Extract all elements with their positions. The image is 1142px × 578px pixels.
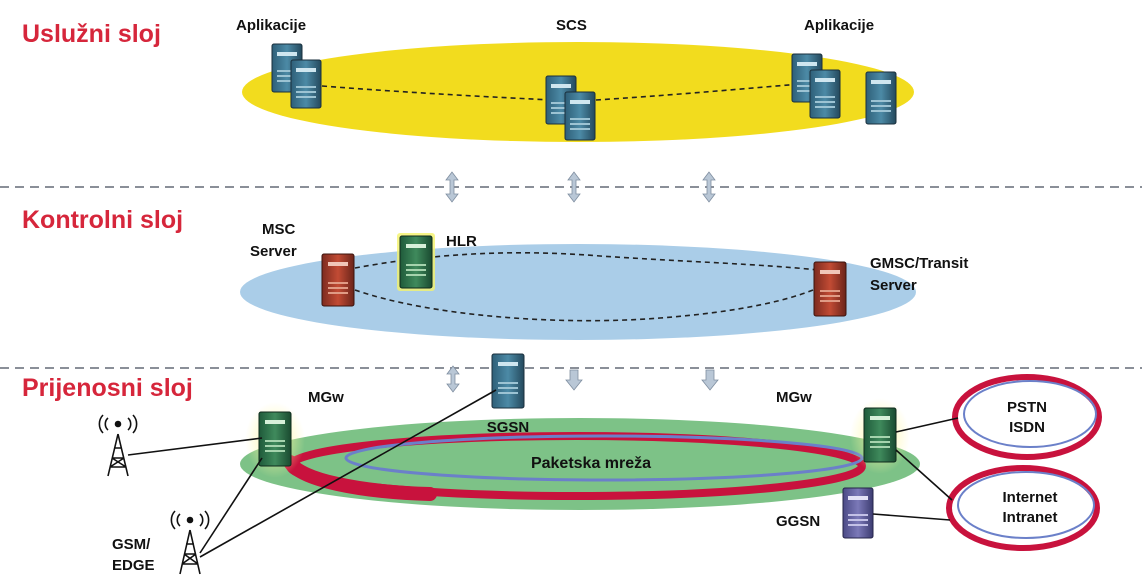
ggsn-server-icon bbox=[842, 487, 874, 539]
msc-server-icon bbox=[321, 253, 355, 307]
control-layer-title: Kontrolni sloj bbox=[22, 206, 183, 234]
antenna-tower-icon bbox=[170, 510, 210, 575]
double-arrow-icon bbox=[567, 171, 581, 203]
isdn-label: ISDN bbox=[1009, 419, 1045, 436]
service-dashed-links bbox=[321, 83, 801, 101]
msc-label-line1: MSC bbox=[262, 221, 296, 238]
sgsn-server-icon bbox=[491, 353, 525, 409]
double-arrow-icon bbox=[702, 171, 716, 203]
pstn-label: PSTN bbox=[1007, 399, 1047, 416]
hlr-label: HLR bbox=[446, 233, 477, 250]
service-layer-title: Uslužni sloj bbox=[22, 20, 161, 48]
gmsc-label-line2: Server bbox=[870, 277, 917, 294]
hlr-server-icon bbox=[397, 233, 435, 291]
server-icon bbox=[564, 91, 596, 141]
double-arrow-icon bbox=[445, 171, 459, 203]
packet-network-label: Paketska mreža bbox=[531, 455, 651, 472]
antenna-tower-icon bbox=[98, 414, 138, 477]
server-icon bbox=[290, 59, 322, 109]
double-arrow-icon bbox=[446, 365, 460, 393]
server-icon bbox=[865, 71, 897, 125]
server-icon bbox=[809, 69, 841, 119]
msc-label-line2: Server bbox=[250, 243, 297, 260]
gmsc-label-line1: GMSC/Transit bbox=[870, 255, 968, 272]
down-arrow-icon bbox=[701, 369, 719, 391]
connection-lines bbox=[127, 389, 959, 558]
gmsc-server-icon bbox=[813, 261, 847, 317]
applications-left-label: Aplikacije bbox=[236, 17, 306, 34]
scs-label: SCS bbox=[556, 17, 587, 34]
internet-label: Internet bbox=[1002, 489, 1057, 506]
down-arrow-icon bbox=[565, 369, 583, 391]
internet-intranet-cloud bbox=[946, 465, 1100, 551]
gsm-label-line1: GSM/ bbox=[112, 536, 151, 553]
mgw-right-server-icon bbox=[863, 407, 897, 463]
mgw-right-label: MGw bbox=[776, 389, 812, 406]
intranet-label: Intranet bbox=[1002, 509, 1057, 526]
mgw-left-server-icon bbox=[258, 411, 292, 467]
mgw-left-label: MGw bbox=[308, 389, 344, 406]
pstn-isdn-cloud bbox=[952, 374, 1102, 460]
applications-right-label: Aplikacije bbox=[804, 17, 874, 34]
ggsn-label: GGSN bbox=[776, 513, 820, 530]
sgsn-label: SGSN bbox=[487, 419, 530, 436]
transport-layer-title: Prijenosni sloj bbox=[22, 374, 193, 402]
gsm-label-line2: EDGE bbox=[112, 557, 155, 574]
